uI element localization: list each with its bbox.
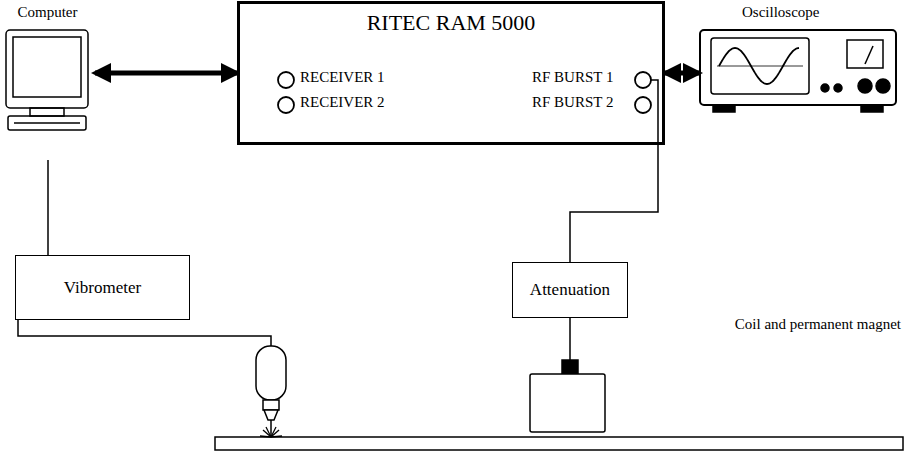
oscilloscope: Oscilloscope [697, 0, 902, 118]
connector [665, 71, 699, 76]
port-label: RECEIVER 2 [300, 94, 385, 111]
connector [95, 71, 237, 76]
port-label: RF BURST 2 [532, 94, 613, 111]
node-title: RITEC RAM 5000 [367, 10, 536, 35]
computer: Computer [0, 0, 95, 160]
node-title: Attenuation [530, 280, 610, 300]
vibrometer-box: Vibrometer [15, 255, 190, 320]
port-label: RF BURST 1 [532, 69, 613, 86]
connector [47, 160, 49, 255]
port-label: RECEIVER 1 [300, 69, 385, 86]
connector [570, 145, 658, 262]
part-label: Coil and permanent magnet [735, 316, 901, 333]
node-title: Vibrometer [64, 278, 141, 298]
node-title: Oscilloscope [742, 4, 819, 21]
computer-icon [0, 0, 95, 160]
attenuation-box: Attenuation [512, 262, 628, 318]
instrument-box: RITEC RAM 5000RECEIVER 1 RECEIVER 2 RF BUR… [237, 1, 665, 145]
node-title: Computer [18, 4, 78, 21]
